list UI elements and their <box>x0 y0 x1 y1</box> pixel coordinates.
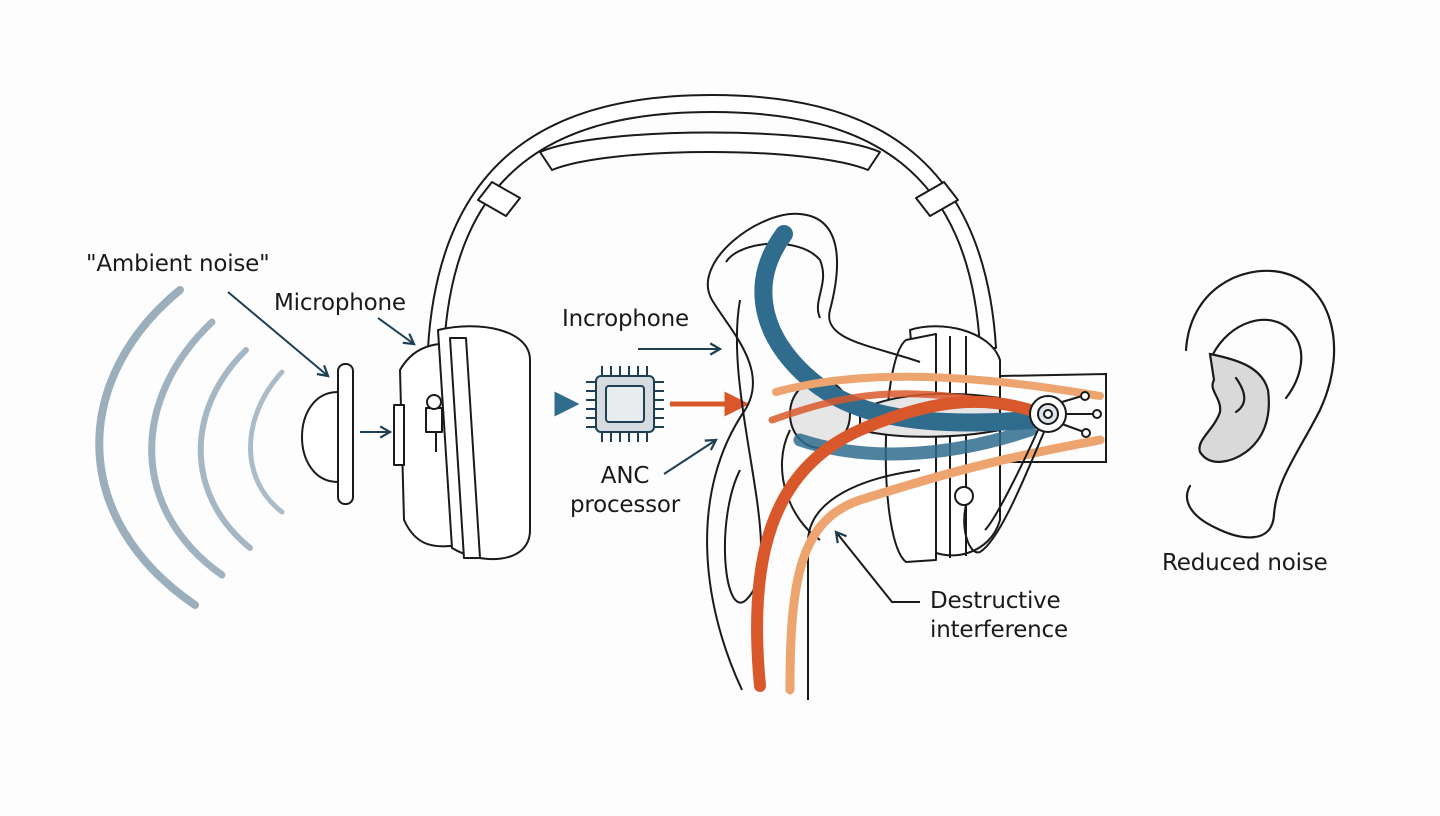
anc-processor-line1: ANC <box>600 463 650 489</box>
headphones-icon <box>393 94 1001 563</box>
microphone-icon <box>301 363 354 505</box>
anc-processor-label: ANC processor <box>560 462 690 520</box>
destructive-interference-label: Destructive interference <box>930 587 1068 645</box>
destructive-line1: Destructive <box>930 588 1061 614</box>
sound-wave-icon <box>95 286 285 609</box>
anc-processor-line2: processor <box>569 492 681 518</box>
destructive-line2: interference <box>930 617 1068 643</box>
ambient-noise-label: "Ambient noise" <box>86 251 270 277</box>
incrophone-label: Incrophone <box>562 306 690 332</box>
ear-icon <box>1184 269 1336 539</box>
leader-arrows <box>227 291 723 475</box>
reduced-noise-label: Reduced noise <box>1162 550 1328 576</box>
processor-chip-icon <box>586 366 664 442</box>
microphone-label: Microphone <box>274 290 406 316</box>
destructive-leader <box>834 530 920 603</box>
speaker-driver-icon <box>954 391 1102 554</box>
waveform-paths <box>750 225 1105 695</box>
